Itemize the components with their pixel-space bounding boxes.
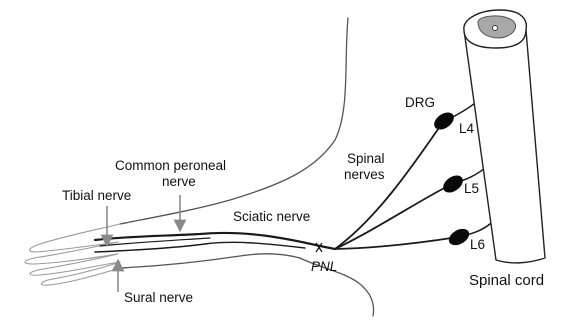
common-peroneal-label-line2: nerve — [162, 174, 196, 189]
l6-label: L6 — [470, 237, 485, 252]
pnl-ligation-mark — [316, 243, 322, 252]
common-peroneal-label-line1: Common peroneal — [115, 158, 226, 173]
drg-l5-ganglion — [440, 172, 466, 196]
drg-l4-ganglion — [431, 109, 457, 133]
foot-bottom-outline — [120, 254, 300, 268]
drg-label: DRG — [405, 95, 435, 110]
spinal-cord — [464, 10, 545, 263]
tibial-nerve-label: Tibial nerve — [62, 188, 131, 203]
drg-l6-ganglion — [446, 225, 472, 248]
foot-toes — [25, 224, 120, 285]
spinal-nerves-label-line1: Spinal — [347, 151, 385, 166]
spinal-nerves-label-line2: nerves — [344, 167, 385, 182]
sciatic-nerve-label: Sciatic nerve — [233, 209, 310, 224]
hip-back-outline — [120, 18, 348, 224]
l5-label: L5 — [464, 181, 479, 196]
sural-nerve-label: Sural nerve — [124, 290, 193, 305]
pnl-label: PNL — [311, 259, 337, 274]
spinal-cord-label: Spinal cord — [469, 272, 544, 289]
l4-label: L4 — [459, 121, 475, 136]
